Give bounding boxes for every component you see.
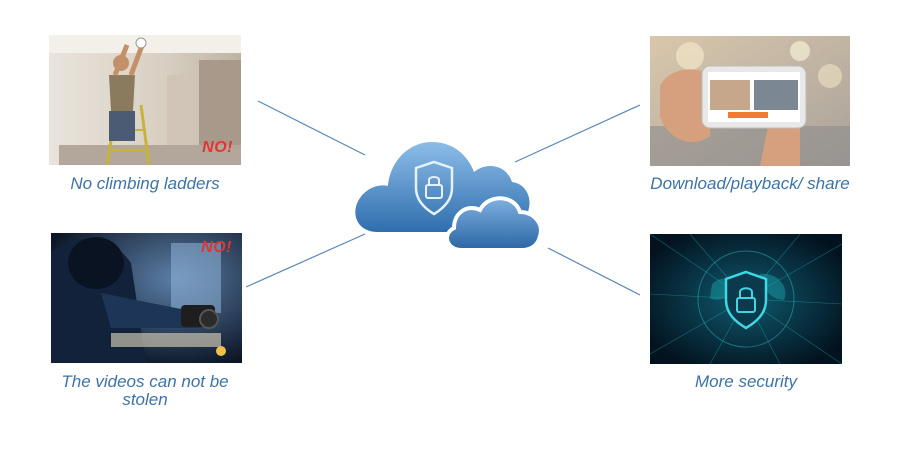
photo-security-globe (650, 234, 842, 364)
shield-lock-icon (724, 270, 768, 330)
no-badge: NO! (202, 139, 233, 156)
caption-videos-not-stolen: The videos can not be stolen (61, 372, 229, 409)
photo-phone-playback (650, 36, 850, 166)
caption-download-playback-share: Download/playback/ share (650, 174, 850, 193)
connector-top-right (514, 104, 641, 163)
cloud-lock-icon (355, 142, 543, 252)
connector-bottom-left (245, 233, 366, 288)
photo-thief: NO! (51, 233, 242, 363)
no-badge: NO! (201, 239, 232, 256)
connector-top-left (257, 100, 366, 156)
caption-no-climbing: No climbing ladders (70, 174, 220, 193)
connector-bottom-right (547, 247, 641, 296)
caption-more-security: More security (694, 372, 798, 391)
photo-ladder-worker: NO! (49, 35, 241, 165)
shield-lock-icon (414, 160, 454, 216)
